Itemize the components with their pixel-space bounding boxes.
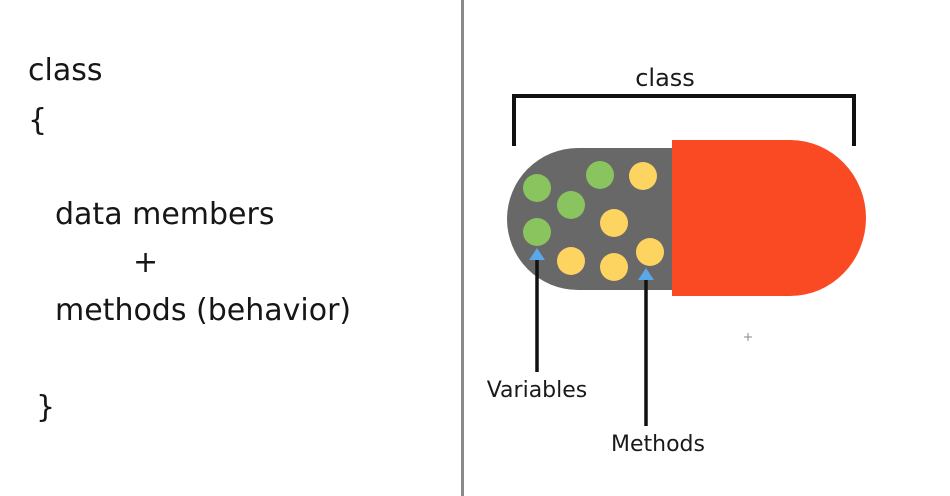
variables-arrow-icon — [529, 248, 545, 260]
method-dot — [629, 162, 657, 190]
class-bracket — [512, 94, 856, 146]
methods-text: methods (behavior) — [55, 293, 352, 328]
variable-dot — [523, 218, 551, 246]
variable-dot — [557, 191, 585, 219]
plus-sign: + — [133, 245, 159, 280]
method-dot — [557, 247, 585, 275]
method-dot — [600, 253, 628, 281]
variables-label: Variables — [487, 378, 588, 403]
open-brace: { — [28, 103, 48, 138]
methods-arrow-icon — [638, 268, 654, 280]
methods-label: Methods — [611, 432, 705, 457]
variable-dot — [523, 174, 551, 202]
method-dot — [600, 209, 628, 237]
data-members-text: data members — [55, 197, 275, 232]
bracket-label: class — [635, 64, 695, 92]
code-panel: class { data members + methods (behavior… — [0, 0, 460, 496]
panel-divider — [461, 0, 464, 496]
capsule-right-half — [672, 140, 866, 296]
close-brace: } — [36, 390, 56, 425]
variable-dot — [586, 161, 614, 189]
method-dot — [636, 238, 664, 266]
class-keyword: class — [28, 53, 103, 88]
